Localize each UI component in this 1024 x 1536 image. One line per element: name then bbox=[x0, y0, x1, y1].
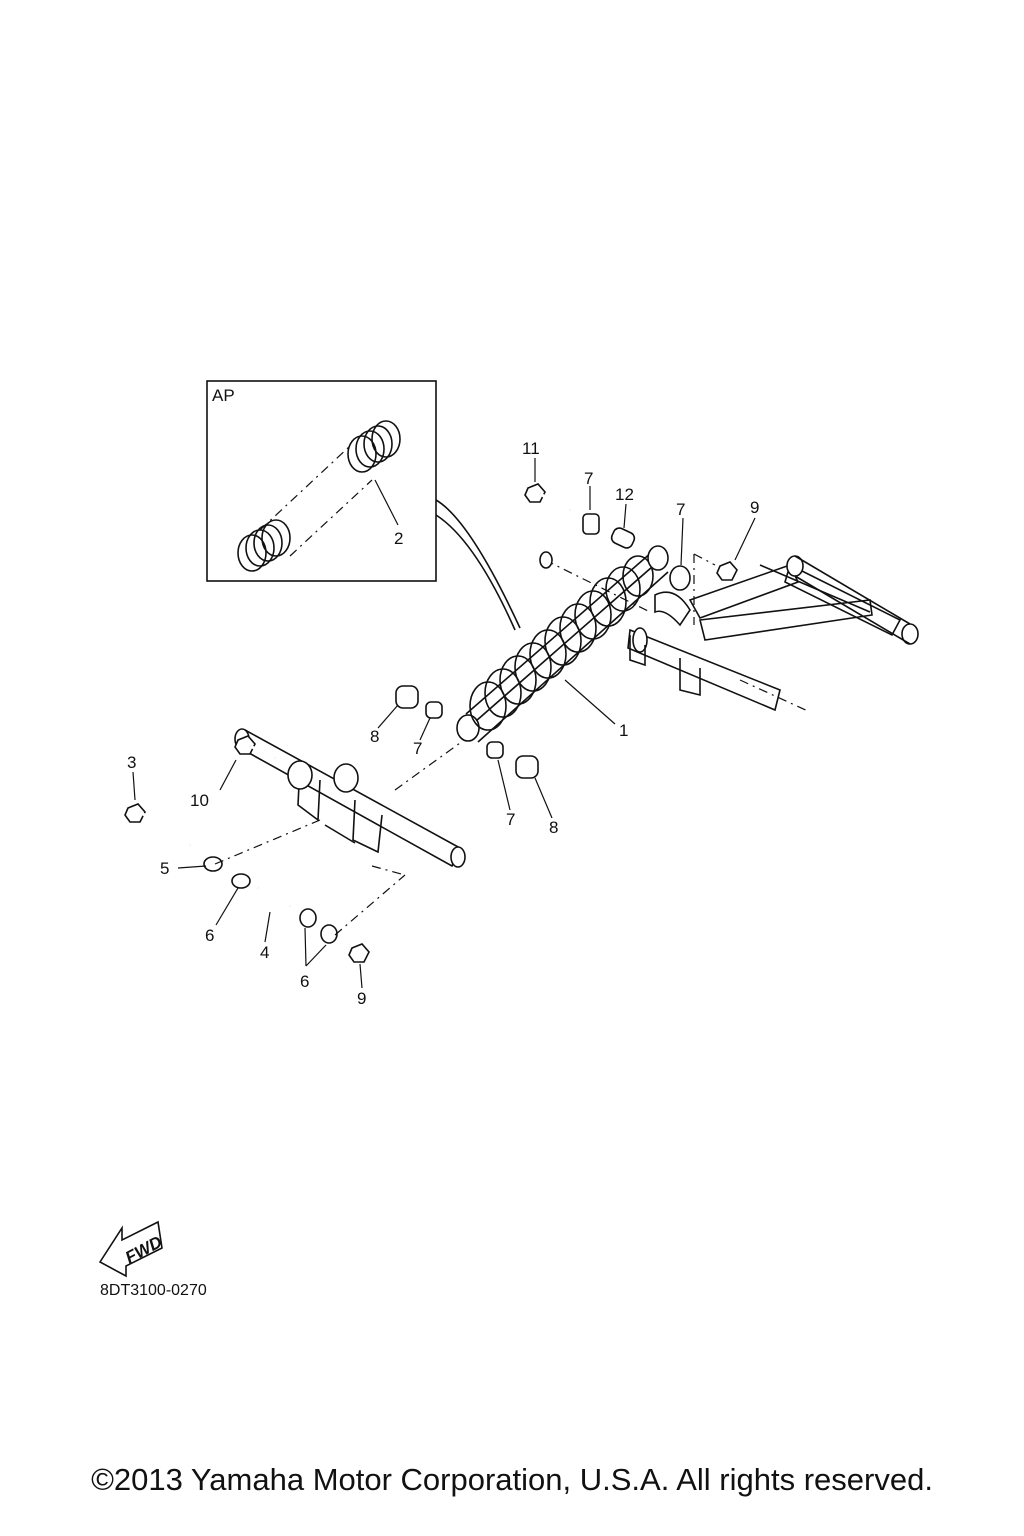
callout-7-right: 7 bbox=[676, 500, 685, 519]
callout-6-right: 6 bbox=[300, 972, 309, 991]
collar-7-right bbox=[669, 517, 691, 591]
collar-12 bbox=[610, 503, 636, 549]
callout-7-top: 7 bbox=[584, 469, 593, 488]
callout-12: 12 bbox=[615, 485, 634, 504]
bushing-8-lower bbox=[515, 755, 553, 819]
spring-coils-left bbox=[237, 519, 291, 572]
washer-6-right bbox=[299, 908, 338, 967]
copyright-notice: ©2013 Yamaha Motor Corporation, U.S.A. A… bbox=[91, 1462, 933, 1497]
spring-coils-right bbox=[347, 420, 401, 473]
collar-7-upper bbox=[419, 701, 443, 741]
rear-arm bbox=[539, 551, 919, 713]
front-arm bbox=[234, 728, 466, 868]
callout-1: 1 bbox=[619, 721, 628, 740]
bushing-8-upper bbox=[377, 685, 419, 729]
bolt-3 bbox=[124, 771, 191, 847]
shaft-4 bbox=[254, 882, 294, 943]
callout-3: 3 bbox=[127, 753, 136, 772]
shock-absorber bbox=[456, 545, 669, 743]
callout-9-bottom: 9 bbox=[357, 989, 366, 1008]
callout-6-left: 6 bbox=[205, 926, 214, 945]
collar-7-top bbox=[582, 486, 600, 535]
drawing-code: 8DT3100-0270 bbox=[100, 1282, 207, 1299]
collar-7-lower bbox=[486, 741, 511, 811]
callout-11: 11 bbox=[522, 439, 540, 458]
callout-10: 10 bbox=[190, 791, 209, 810]
callout-5: 5 bbox=[160, 859, 169, 878]
washer-6-left bbox=[215, 873, 251, 926]
bolt-11 bbox=[524, 458, 571, 512]
callout-8-upper: 8 bbox=[370, 727, 379, 746]
inset-label: AP bbox=[212, 386, 235, 405]
callout-7-upper: 7 bbox=[413, 739, 422, 758]
inset-box-ap: AP bbox=[206, 380, 437, 582]
callout-7-lower: 7 bbox=[506, 810, 515, 829]
callout-9-top: 9 bbox=[750, 498, 759, 517]
callout-4: 4 bbox=[260, 943, 269, 962]
callout-8-lower: 8 bbox=[549, 818, 558, 837]
callout-2: 2 bbox=[394, 529, 403, 548]
nut-9-top bbox=[716, 517, 756, 581]
bolt-10 bbox=[219, 735, 276, 791]
washer-5 bbox=[177, 856, 223, 872]
fwd-arrow-icon: FWD bbox=[98, 1220, 165, 1278]
nut-9-bottom bbox=[348, 943, 370, 989]
